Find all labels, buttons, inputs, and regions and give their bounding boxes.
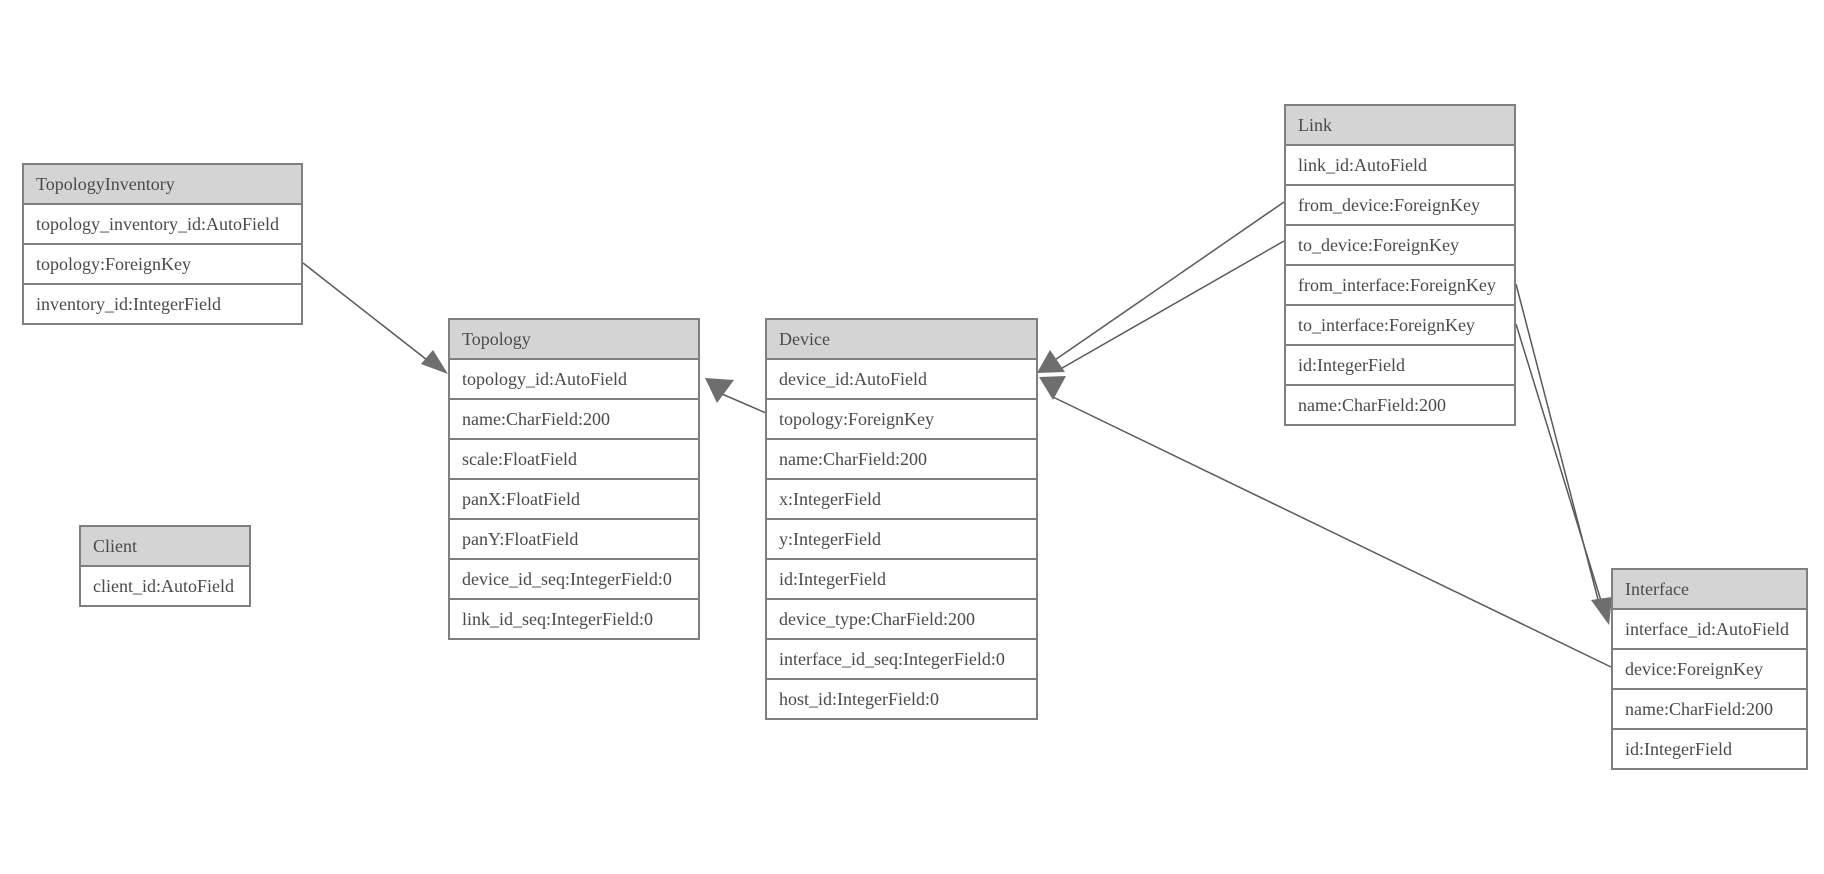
edge-link-fromdevice-device bbox=[1051, 201, 1285, 363]
field-row: topology_id:AutoField bbox=[450, 358, 698, 398]
field-row: device_type:CharField:200 bbox=[767, 598, 1036, 638]
field-row: panX:FloatField bbox=[450, 478, 698, 518]
arrowhead-device-lower bbox=[1039, 376, 1066, 400]
entity-header: Device bbox=[767, 320, 1036, 358]
field-row: panY:FloatField bbox=[450, 518, 698, 558]
field-row: x:IntegerField bbox=[767, 478, 1036, 518]
field-row: host_id:IntegerField:0 bbox=[767, 678, 1036, 718]
entity-interface: Interface interface_id:AutoField device:… bbox=[1611, 568, 1808, 770]
field-row: to_interface:ForeignKey bbox=[1286, 304, 1514, 344]
field-row: name:CharField:200 bbox=[1286, 384, 1514, 424]
entity-device: Device device_id:AutoField topology:Fore… bbox=[765, 318, 1038, 720]
field-row: interface_id:AutoField bbox=[1613, 608, 1806, 648]
entity-header: Interface bbox=[1613, 570, 1806, 608]
arrowhead-device-upper bbox=[1037, 350, 1065, 373]
edge-link-frominterface-interface bbox=[1515, 283, 1602, 612]
entity-topologyinventory: TopologyInventory topology_inventory_id:… bbox=[22, 163, 303, 325]
field-row: device:ForeignKey bbox=[1613, 648, 1806, 688]
field-row: scale:FloatField bbox=[450, 438, 698, 478]
field-row: id:IntegerField bbox=[1613, 728, 1806, 768]
edge-link-todevice-device bbox=[1056, 240, 1285, 372]
field-row: inventory_id:IntegerField bbox=[24, 283, 301, 323]
edge-topologyinventory-topology bbox=[302, 262, 448, 374]
field-row: from_interface:ForeignKey bbox=[1286, 264, 1514, 304]
edge-interface-device bbox=[1052, 396, 1612, 668]
field-row: name:CharField:200 bbox=[1613, 688, 1806, 728]
field-row: id:IntegerField bbox=[767, 558, 1036, 598]
field-row: id:IntegerField bbox=[1286, 344, 1514, 384]
field-row: topology:ForeignKey bbox=[24, 243, 301, 283]
entity-header: Link bbox=[1286, 106, 1514, 144]
field-row: name:CharField:200 bbox=[767, 438, 1036, 478]
field-row: client_id:AutoField bbox=[81, 565, 249, 605]
edge-link-tointerface-interface bbox=[1515, 323, 1607, 618]
entity-header: TopologyInventory bbox=[24, 165, 301, 203]
field-row: topology_inventory_id:AutoField bbox=[24, 203, 301, 243]
field-row: name:CharField:200 bbox=[450, 398, 698, 438]
field-row: to_device:ForeignKey bbox=[1286, 224, 1514, 264]
field-row: link_id_seq:IntegerField:0 bbox=[450, 598, 698, 638]
entity-link: Link link_id:AutoField from_device:Forei… bbox=[1284, 104, 1516, 426]
edge-device-topology bbox=[705, 378, 767, 414]
entity-topology: Topology topology_id:AutoField name:Char… bbox=[448, 318, 700, 640]
field-row: topology:ForeignKey bbox=[767, 398, 1036, 438]
arrowhead-topology-right bbox=[705, 378, 734, 403]
field-row: y:IntegerField bbox=[767, 518, 1036, 558]
field-row: from_device:ForeignKey bbox=[1286, 184, 1514, 224]
arrowhead-interface-left bbox=[1591, 597, 1612, 625]
field-row: interface_id_seq:IntegerField:0 bbox=[767, 638, 1036, 678]
entity-header: Client bbox=[81, 527, 249, 565]
entity-client: Client client_id:AutoField bbox=[79, 525, 251, 607]
entity-header: Topology bbox=[450, 320, 698, 358]
arrowhead-topology-left bbox=[421, 350, 448, 374]
field-row: link_id:AutoField bbox=[1286, 144, 1514, 184]
field-row: device_id_seq:IntegerField:0 bbox=[450, 558, 698, 598]
field-row: device_id:AutoField bbox=[767, 358, 1036, 398]
